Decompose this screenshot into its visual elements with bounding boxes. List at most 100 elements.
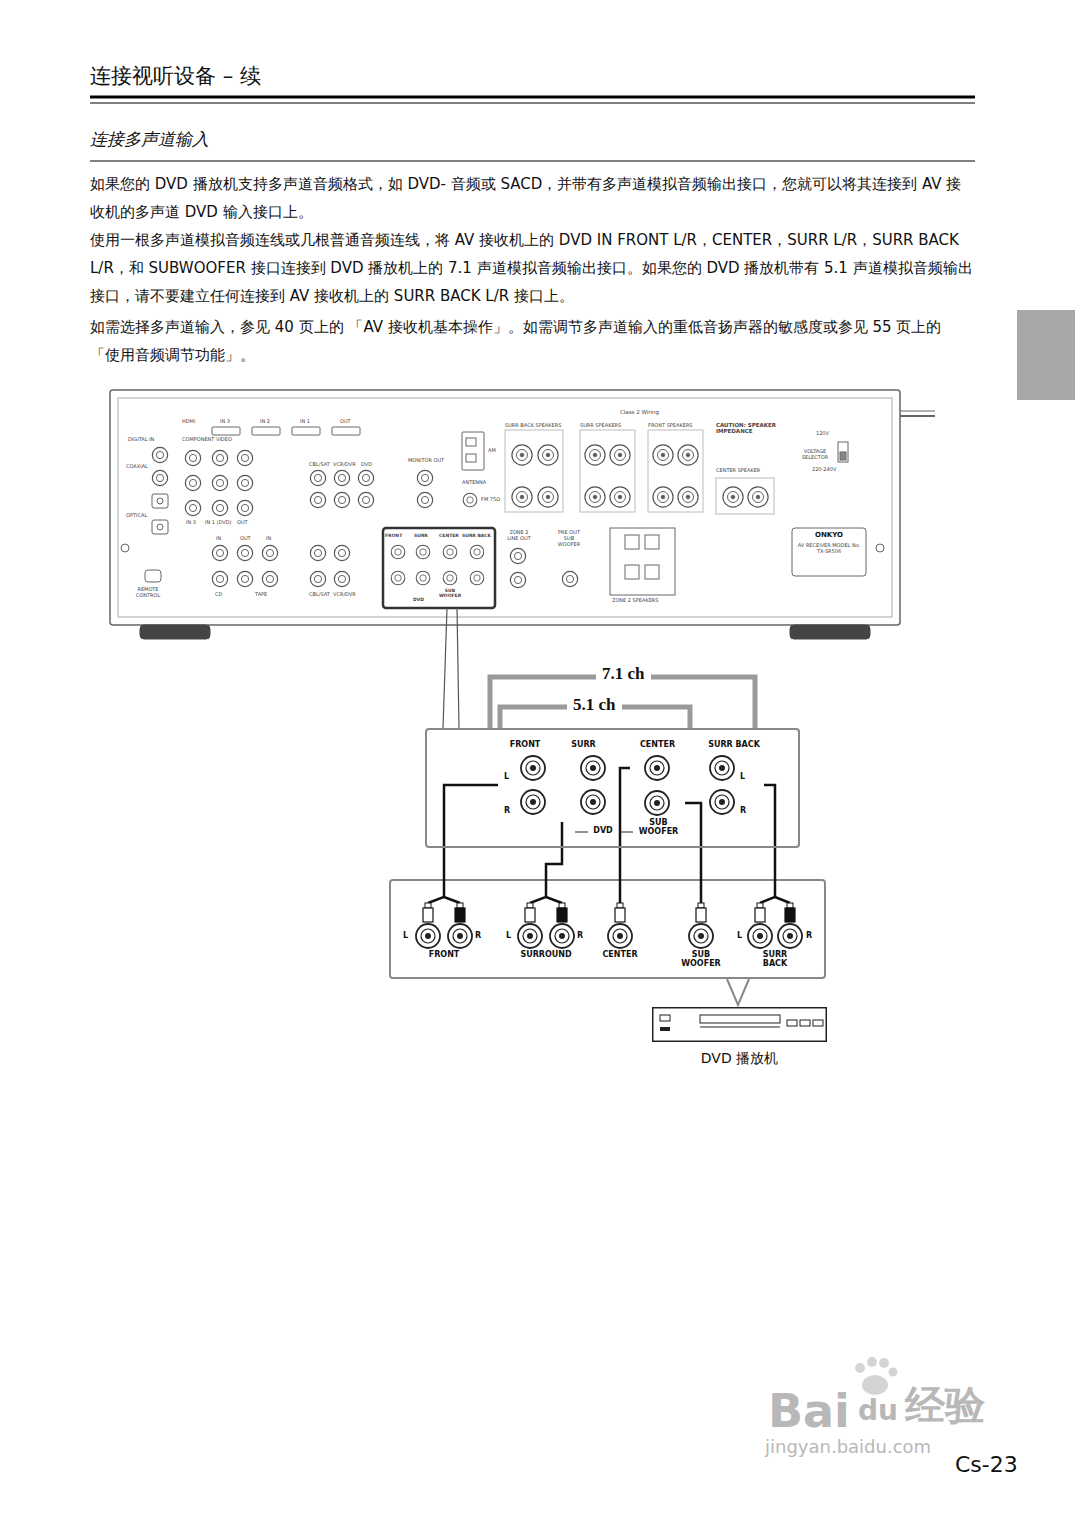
panel-label: OPTICAL	[126, 513, 147, 519]
receiver-back-panel	[332, 427, 360, 435]
receiver-back-panel	[212, 500, 227, 515]
jack-graphic	[654, 765, 660, 771]
receiver-back-panel	[653, 445, 673, 465]
jack-graphic	[700, 1027, 780, 1028]
jack-graphic	[590, 765, 596, 771]
receiver-back-panel	[585, 487, 605, 507]
receiver-back-panel	[678, 487, 698, 507]
watermark: jingyan.baidu.com	[765, 1437, 931, 1458]
receiver-back-panel	[185, 450, 200, 465]
page-number: Cs-23	[955, 1452, 1018, 1477]
panel-label: IN	[216, 536, 221, 542]
receiver-back-panel	[152, 447, 167, 462]
receiver-back-panel	[610, 487, 630, 507]
receiver-back-panel	[358, 492, 373, 507]
receiver-back-panel	[212, 475, 227, 490]
receiver-back-panel	[792, 528, 866, 576]
panel-label: DVD	[413, 597, 424, 602]
jack-label: DVD	[588, 826, 618, 835]
receiver-back-panel	[562, 571, 577, 586]
jack-graphic	[617, 903, 623, 908]
panel-label: AV RECEIVER MODEL No. TX-SR506	[794, 543, 864, 555]
jack-graphic	[423, 908, 433, 922]
jack-graphic	[550, 924, 574, 948]
jack-graphic	[555, 738, 612, 822]
panel-label: ONKYO	[794, 531, 864, 539]
receiver-back-panel	[152, 520, 168, 534]
jack-graphic	[694, 929, 708, 943]
jack-graphic	[760, 893, 790, 903]
receiver-back-panel	[334, 492, 349, 507]
panel-label: SUB WOOFER	[437, 588, 463, 598]
output-jack-group: LRSURROUND	[503, 893, 589, 973]
jack-graphic	[757, 903, 763, 908]
panel-label: CBL/SAT	[309, 592, 330, 598]
jack-graphic	[575, 832, 588, 833]
jack-graphic	[555, 929, 569, 943]
jack-graphic	[455, 908, 465, 922]
jack-graphic	[448, 924, 472, 948]
watermark-paw	[862, 1375, 888, 1395]
jack-graphic	[719, 799, 725, 805]
body-text: 使用一根多声道模拟音频连线或几根普通音频连线，将 AV 接收机上的 DVD IN…	[90, 226, 975, 310]
jack-graphic	[753, 929, 767, 943]
receiver-back-panel	[237, 571, 252, 586]
panel-label: VCR/DVR	[333, 462, 356, 468]
panel-label: IN 3	[186, 520, 196, 526]
audio-cable	[685, 803, 701, 893]
jack-label: SURROUND	[503, 950, 589, 959]
jack-graphic	[650, 761, 664, 775]
panel-label: FRONT SPEAKERS	[648, 423, 693, 429]
jack-graphic	[615, 908, 625, 922]
jack-graphic	[530, 893, 562, 903]
jack-graphic	[518, 924, 542, 948]
panel-label: CAUTION: SPEAKER IMPEDANCE	[716, 422, 778, 435]
jack-graphic	[698, 903, 704, 908]
jack-graphic	[608, 924, 632, 948]
receiver-back-panel	[334, 470, 349, 485]
watermark-paw	[855, 1357, 898, 1395]
header-rule	[90, 103, 975, 104]
receiver-back-panel	[212, 545, 227, 560]
jack-graphic	[530, 799, 536, 805]
panel-label: IN 3	[220, 419, 230, 425]
receiver-back-panel	[252, 427, 280, 435]
receiver-back-panel	[262, 545, 277, 560]
receiver-back-panel	[470, 545, 484, 559]
receiver-back-panel	[185, 475, 200, 490]
jack-graphic	[800, 1020, 810, 1026]
receiver-back-panel	[262, 571, 277, 586]
jack-label: FRONT	[498, 740, 552, 749]
receiver-back-panel	[876, 544, 884, 552]
watermark: Bai	[768, 1385, 850, 1438]
channel-bracket	[490, 677, 755, 728]
jack-label: SURR BACK	[704, 740, 764, 749]
receiver-back-panel	[585, 445, 605, 465]
receiver-back-panel	[310, 492, 325, 507]
jack-graphic	[400, 893, 488, 973]
receiver-back-panel	[140, 625, 210, 639]
jack-graphic	[581, 790, 605, 814]
receiver-back-panel	[334, 571, 349, 586]
jack-graphic	[689, 924, 713, 948]
receiver-back-panel	[462, 432, 484, 470]
receiver-back-panel	[391, 545, 405, 559]
receiver-back-panel	[610, 445, 630, 465]
jack-graphic	[425, 903, 431, 908]
receiver-back-panel	[645, 565, 659, 579]
jack-graphic	[457, 933, 463, 939]
jack-graphic	[559, 903, 565, 908]
jack-graphic	[526, 795, 540, 809]
panel-label: SURR	[414, 533, 428, 538]
jack-graphic	[704, 738, 764, 822]
receiver-back-panel	[417, 470, 432, 485]
panel-label: IN 2	[260, 419, 270, 425]
jack-group: FRONTLR	[498, 738, 552, 822]
jack-graphic	[710, 756, 734, 780]
receiver-back-panel	[292, 427, 320, 435]
jack-graphic	[645, 791, 669, 815]
receiver-back-panel	[110, 390, 900, 625]
jack-graphic	[416, 924, 440, 948]
watermark-paw	[879, 1358, 889, 1368]
receiver-back-panel	[121, 544, 129, 552]
